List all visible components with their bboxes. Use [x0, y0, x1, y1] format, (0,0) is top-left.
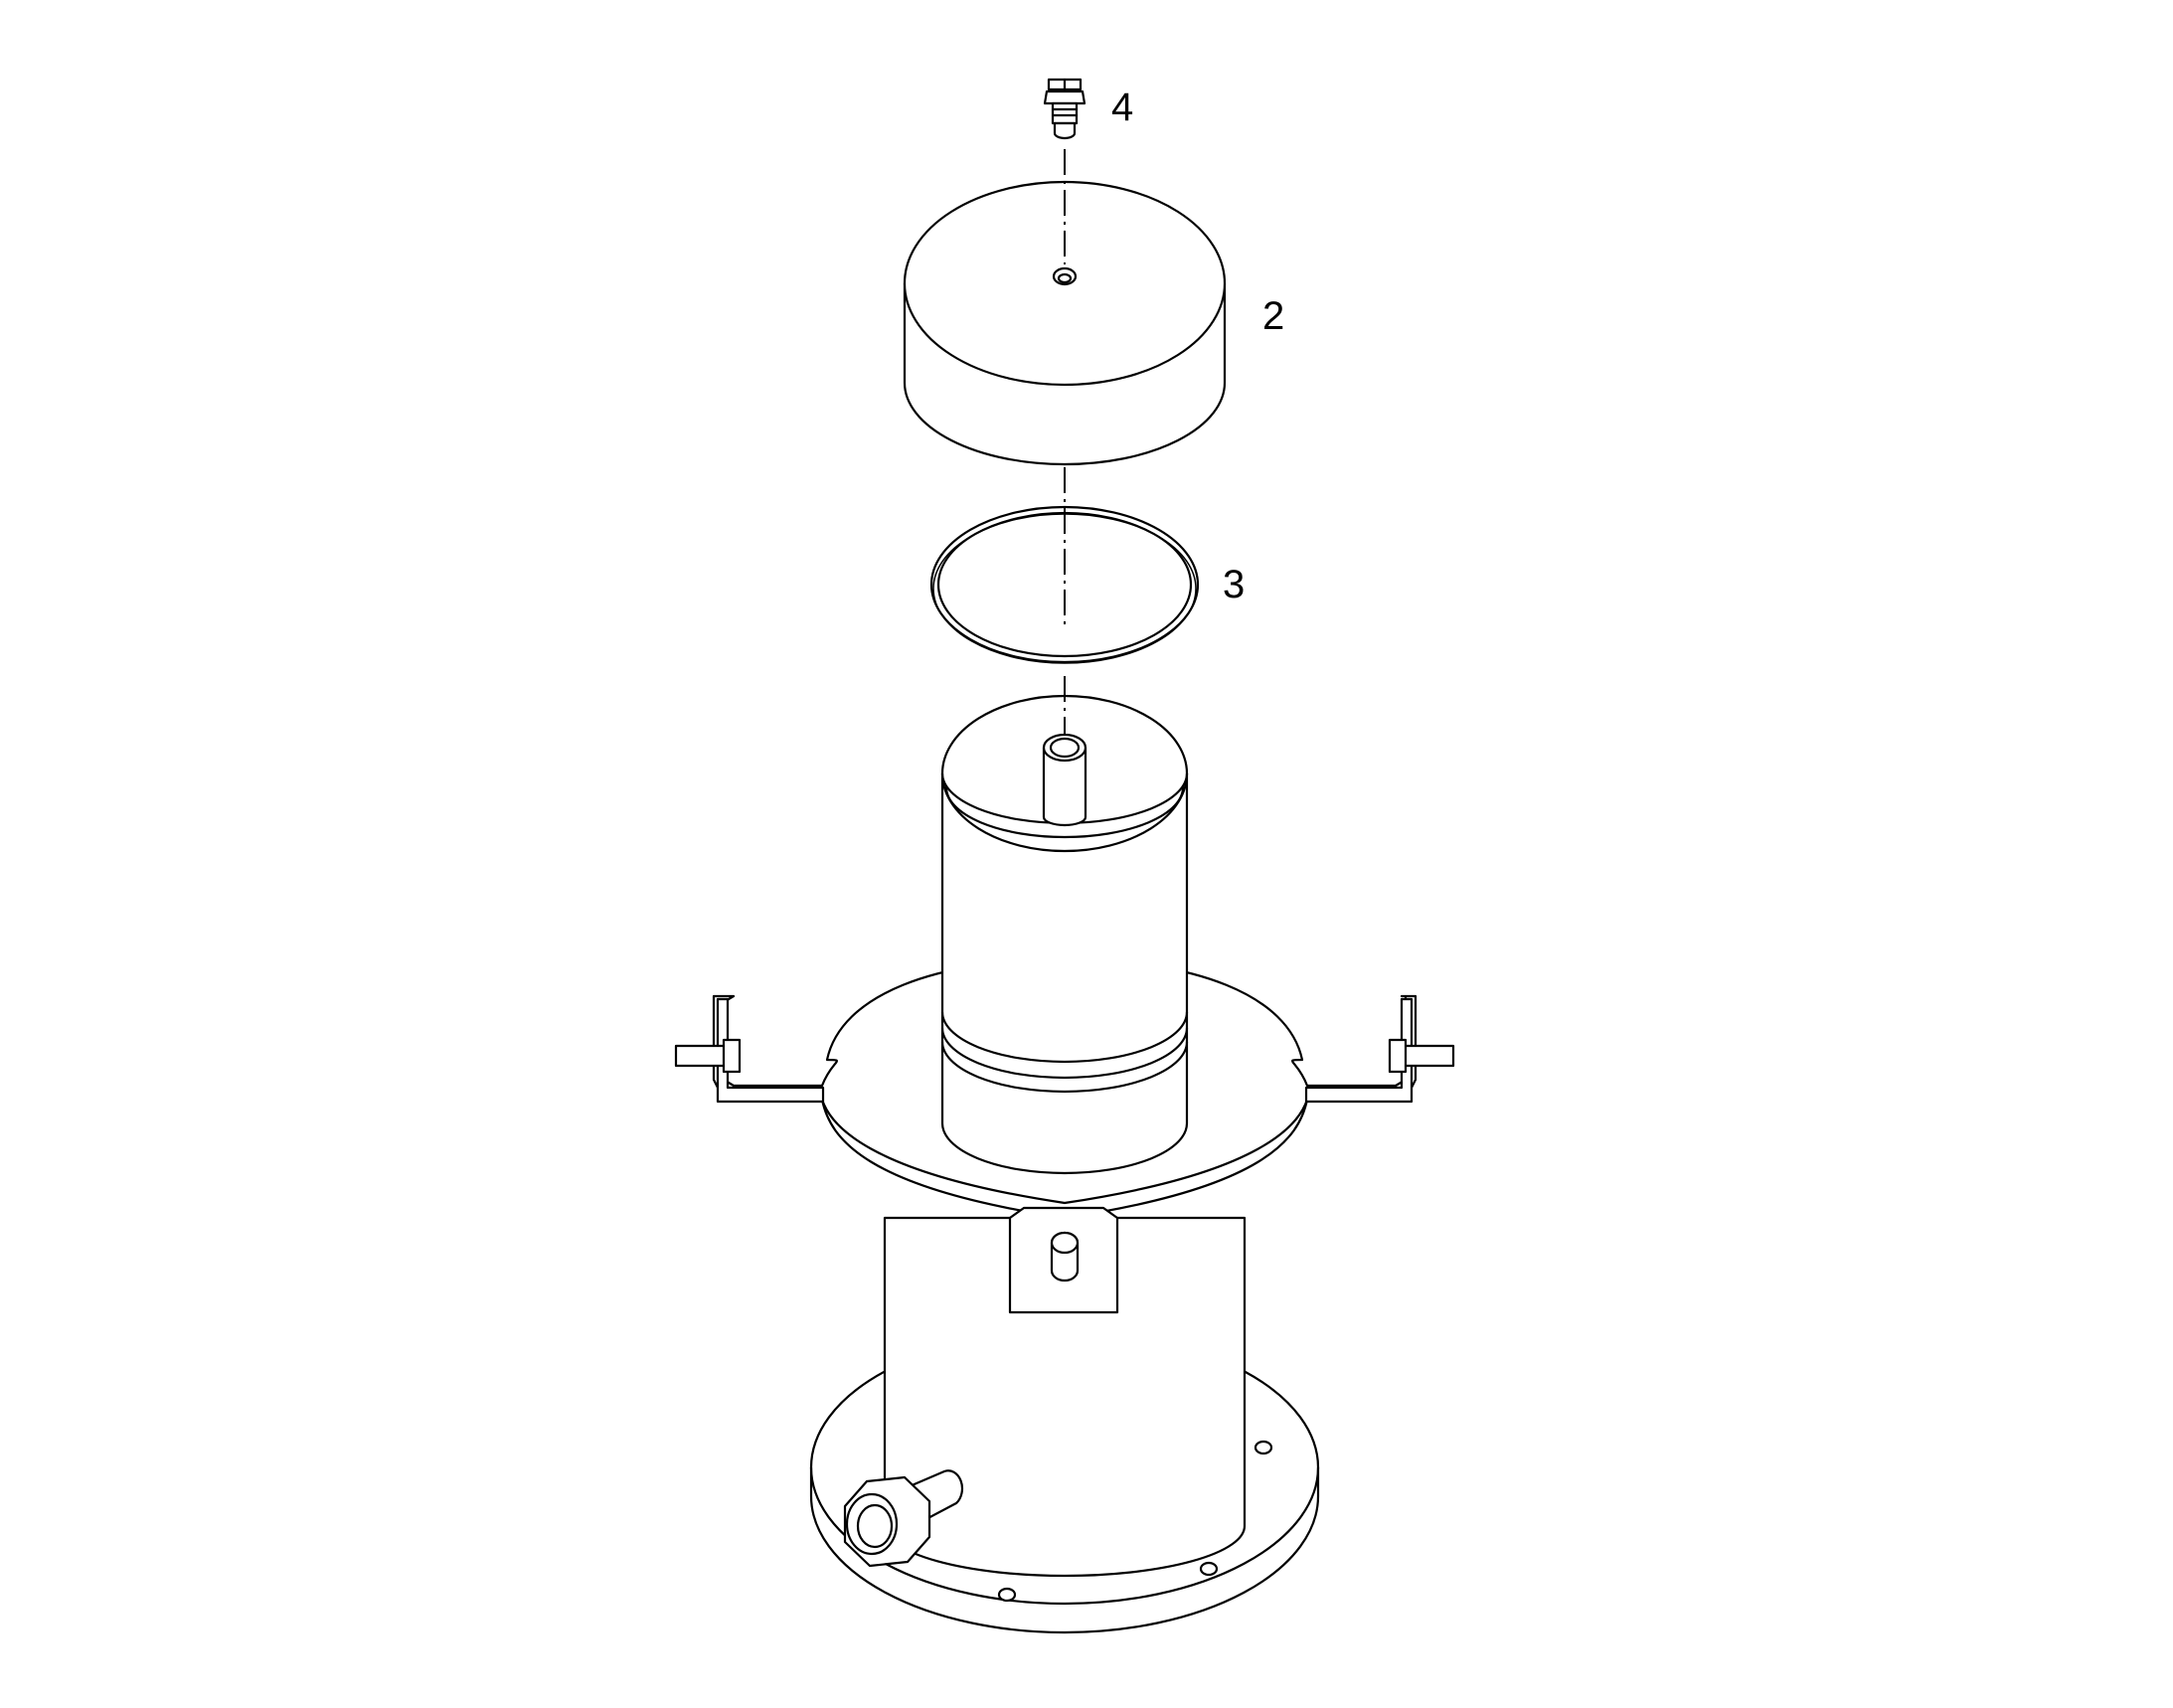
lifting-bracket-left: [716, 997, 825, 1104]
cap-part-2: [903, 180, 1227, 466]
side-outlet-fitting: [843, 1469, 964, 1568]
filter-canister: [940, 694, 1189, 1175]
callout-4: 4: [1111, 85, 1134, 129]
callout-3: 3: [1223, 563, 1246, 606]
center-tube: [1042, 733, 1087, 827]
lifting-bracket-right: [1304, 997, 1414, 1104]
callout-2: 2: [1262, 294, 1285, 338]
fitting-part-4: [1043, 78, 1086, 140]
clamp-block: [1008, 1206, 1119, 1314]
canister-body: [940, 771, 1189, 1175]
